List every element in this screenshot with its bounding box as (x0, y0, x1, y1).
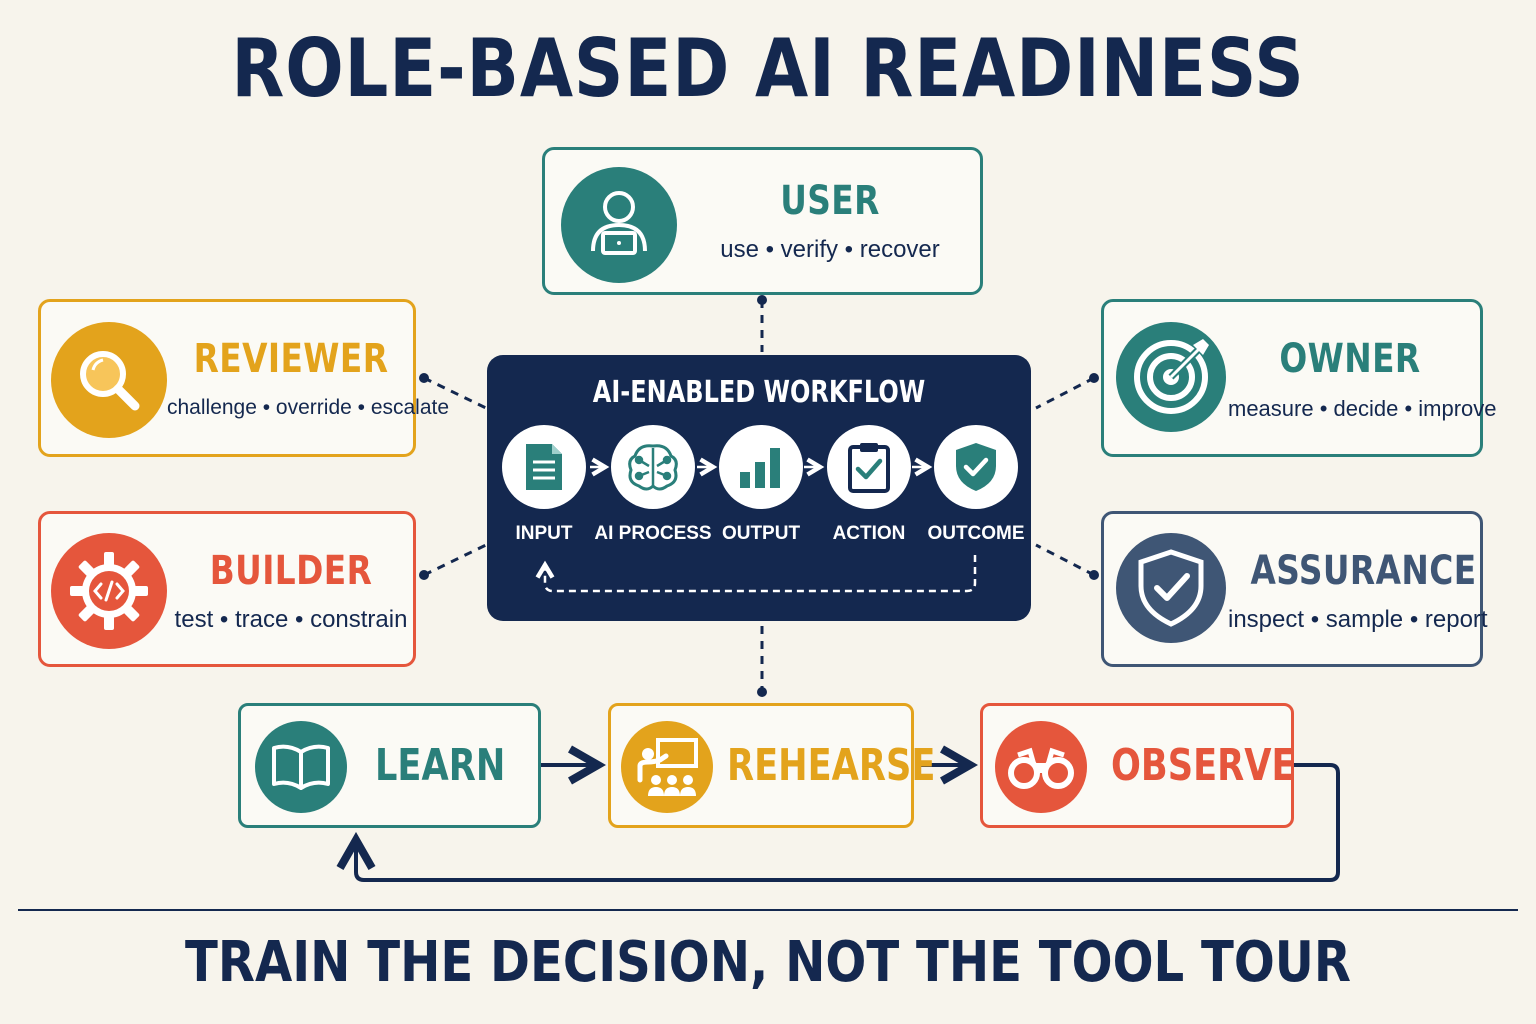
cycle-arrows (356, 765, 1340, 882)
learn-stage-label: LEARN (375, 740, 506, 791)
learn-stage-card: LEARN (238, 703, 541, 828)
builder-role-card: BUILDER test • trace • constrain (38, 511, 416, 667)
gear-code-icon (51, 533, 167, 649)
workflow-step-label: AI PROCESS (594, 523, 712, 544)
observe-stage-label: OBSERVE (1111, 740, 1296, 791)
clipboard-check-icon (827, 425, 911, 509)
shield-check-icon (934, 425, 1018, 509)
user-role-card: USER use • verify • recover (542, 147, 983, 295)
footer-tagline: TRAIN THE DECISION, NOT THE TOOL TOUR (185, 930, 1351, 995)
assurance-role-actions: inspect • sample • report (1228, 606, 1488, 633)
workflow-step-label: INPUT (515, 523, 573, 544)
assurance-role-card: ASSURANCE inspect • sample • report (1101, 511, 1488, 667)
binoculars-icon (995, 721, 1087, 813)
reviewer-role-actions: challenge • override • escalate (167, 396, 450, 419)
workflow-cycle-connector (757, 626, 767, 697)
workflow-title: AI-ENABLED WORKFLOW (592, 375, 926, 410)
user-connector (757, 295, 767, 352)
assurance-role-title: ASSURANCE (1250, 548, 1477, 594)
brain-icon (611, 425, 695, 509)
user-laptop-icon (561, 167, 677, 283)
owner-role-actions: measure • decide • improve (1228, 396, 1497, 421)
builder-role-title: BUILDER (209, 548, 373, 594)
ai-workflow-panel: AI-ENABLED WORKFLOW INPUT (487, 355, 1031, 621)
shield-check-icon (1116, 533, 1226, 643)
assurance-connector (1035, 543, 1099, 580)
workflow-step-label: OUTCOME (927, 523, 1025, 544)
workflow-flow-arrows (535, 457, 977, 593)
owner-role-card: OWNER measure • decide • improve (1101, 299, 1497, 457)
target-icon (1116, 322, 1226, 432)
reviewer-role-title: REVIEWER (193, 336, 389, 382)
builder-connector (419, 543, 487, 580)
rehearse-stage-card: REHEARSE (608, 703, 935, 828)
workflow-step-label: OUTPUT (721, 523, 801, 544)
reviewer-connector (419, 373, 487, 410)
reviewer-role-card: REVIEWER challenge • override • escalate (38, 299, 450, 457)
builder-role-actions: test • trace • constrain (174, 606, 408, 633)
owner-role-title: OWNER (1279, 336, 1421, 382)
user-role-title: USER (780, 178, 880, 224)
page-title: ROLE-BASED AI READINESS (231, 22, 1305, 115)
rehearse-stage-label: REHEARSE (727, 740, 936, 791)
magnifier-icon (51, 322, 167, 438)
bar-chart-icon (719, 425, 803, 509)
workflow-step-label: ACTION (832, 523, 906, 544)
observe-stage-card: OBSERVE (980, 703, 1296, 828)
document-icon (502, 425, 586, 509)
user-role-actions: use • verify • recover (720, 236, 940, 263)
presenter-icon (621, 721, 713, 813)
book-icon (255, 721, 347, 813)
owner-connector (1035, 373, 1099, 410)
